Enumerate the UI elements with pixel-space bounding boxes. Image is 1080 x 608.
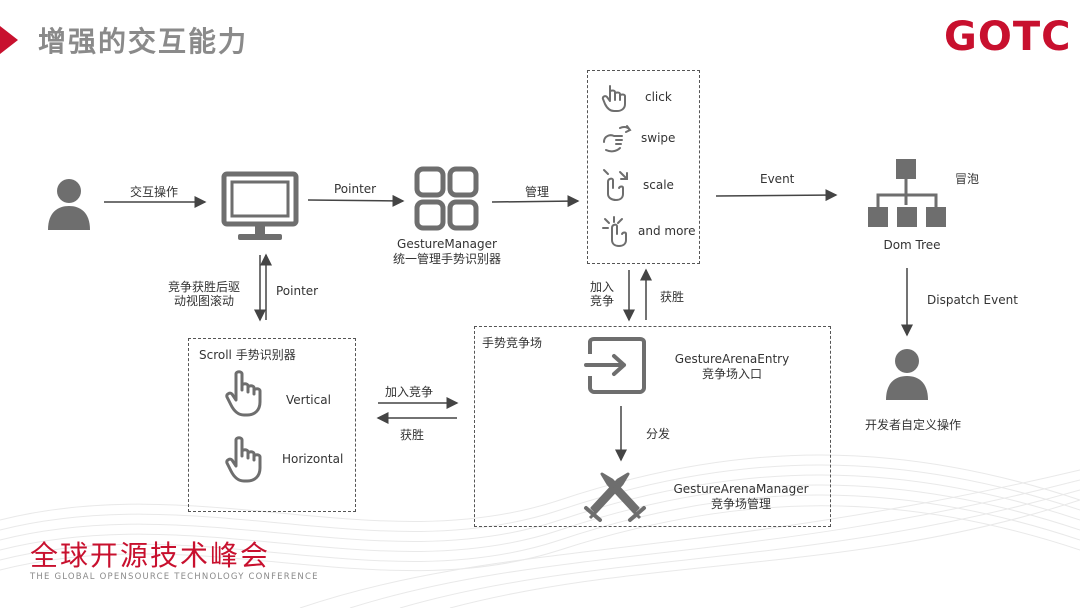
gesture-scale: scale — [643, 178, 674, 192]
gesture-arena-box — [474, 326, 831, 527]
developer-op-label: 开发者自定义操作 — [864, 418, 961, 432]
label-win: 获胜 — [400, 428, 425, 442]
gesture-click: click — [645, 90, 672, 104]
arena-box-title: 手势竞争场 — [482, 336, 543, 350]
label-win-up: 获胜 — [660, 290, 685, 304]
monitor-icon — [221, 171, 299, 240]
label-join-line1: 加入 — [589, 280, 614, 294]
title-marker — [0, 26, 18, 54]
scroll-recognizer-box — [188, 338, 356, 512]
scroll-vertical: Vertical — [286, 393, 331, 407]
label-dispatch-event: Dispatch Event — [927, 293, 1018, 307]
hand-pointer-icon — [225, 436, 262, 483]
scroll-box-title: Scroll 手势识别器 — [199, 348, 296, 362]
crossed-swords-icon — [584, 472, 646, 522]
arrow-manager-to-gestures — [491, 195, 580, 208]
grid-icon — [414, 166, 479, 231]
label-drive-line2: 动视图滚动 — [173, 294, 234, 308]
swipe-icon — [603, 125, 632, 153]
arena-entry-title: GestureArenaEntry — [674, 352, 790, 366]
hand-pointer-icon — [225, 370, 262, 417]
label-pointer-side: Pointer — [276, 284, 319, 298]
label-distribute: 分发 — [646, 427, 671, 441]
label-manage: 管理 — [525, 185, 550, 199]
label-event: Event — [760, 172, 795, 186]
gestures-box — [587, 70, 700, 264]
label-drive-line1: 竞争获胜后驱 — [167, 280, 240, 294]
page-title: 增强的交互能力 — [38, 25, 249, 58]
arena-entry-subtitle: 竞争场入口 — [701, 367, 762, 381]
gesture-manager-title: GestureManager — [397, 237, 497, 251]
gotc-logo: GOTC — [944, 14, 1072, 60]
entry-icon — [584, 337, 646, 394]
scale-icon — [603, 169, 628, 202]
tap-icon — [601, 85, 626, 112]
label-interaction: 交互操作 — [130, 185, 179, 199]
developer-user-icon — [886, 349, 928, 400]
label-pointer-top: Pointer — [334, 182, 377, 196]
dom-tree-icon — [868, 159, 946, 227]
conference-name-en: THE GLOBAL OPENSOURCE TECHNOLOGY CONFERE… — [30, 572, 319, 582]
arrow-screen-to-manager — [307, 194, 405, 207]
gesture-more: and more — [638, 224, 696, 238]
label-join-competition: 加入竞争 — [385, 385, 434, 399]
label-join-line2: 竞争 — [589, 294, 614, 308]
arena-manager-title: GestureArenaManager — [673, 482, 809, 496]
conference-name-cn: 全球开源技术峰会 — [30, 539, 271, 572]
user-icon — [48, 179, 90, 230]
multi-gesture-icon — [602, 216, 627, 248]
dom-tree-label: Dom Tree — [883, 238, 941, 252]
arrow-event — [715, 189, 838, 202]
scroll-horizontal: Horizontal — [282, 452, 344, 466]
gesture-manager-subtitle: 统一管理手势识别器 — [392, 252, 501, 266]
gesture-swipe: swipe — [641, 131, 676, 145]
arena-manager-subtitle: 竞争场管理 — [710, 497, 771, 511]
label-bubble: 冒泡 — [955, 172, 980, 186]
